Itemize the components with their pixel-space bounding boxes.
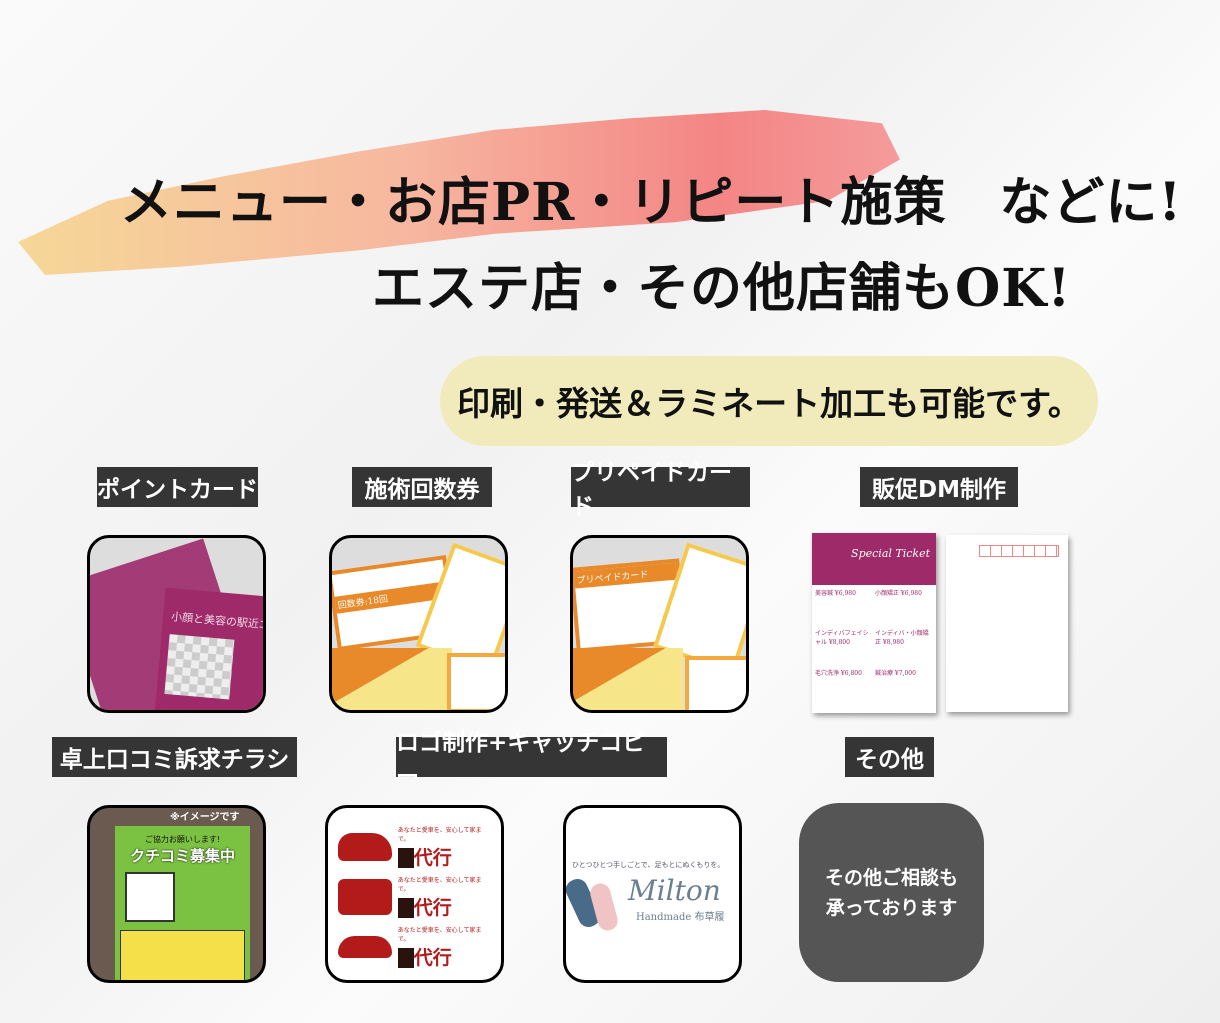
headline-line1: メニュー・お店PR・リピート施策 などに! bbox=[120, 172, 1183, 233]
point-card-text: 小顔と美容の駅近エ bbox=[170, 610, 266, 632]
dm-price: インディバ・小顔矯正 ¥8,980 bbox=[875, 630, 929, 646]
label-other: その他 bbox=[845, 737, 934, 777]
label-prepaid-card: プリペイドカード bbox=[571, 460, 750, 520]
logo-tagline: あなたと愛車を、安心して家まで。 bbox=[397, 926, 482, 943]
logo-sample-driving-service: あなたと愛車を、安心して家まで。代行 あなたと愛車を、安心して家まで。代行 あな… bbox=[325, 805, 504, 983]
milton-sub: Handmade 布草履 bbox=[636, 912, 725, 923]
dm-price: インディバフェイシャル ¥8,800 bbox=[815, 630, 869, 646]
other-consultation-tile: その他ご相談も 承っております bbox=[799, 803, 984, 982]
label-logo: ロゴ制作+キャッチコピー bbox=[396, 730, 667, 790]
label-ticket: 施術回数券 bbox=[352, 467, 492, 507]
milton-name: Milton bbox=[628, 874, 721, 907]
headline-line2: エステ店・その他店舗もOK! bbox=[372, 258, 1072, 319]
dm-postcard-back bbox=[946, 535, 1068, 712]
dm-front-sample: Special Ticket 美容鍼 ¥6,980 小顔矯正 ¥6,980 イン… bbox=[812, 533, 936, 713]
prepaid-text: プリペイドカード bbox=[573, 562, 677, 589]
print-service-banner: 印刷・発送＆ラミネート加工も可能です。 bbox=[440, 356, 1098, 446]
point-card-sample: 小顔と美容の駅近エ bbox=[87, 535, 266, 713]
dm-price: 美容鍼 ¥6,980 bbox=[815, 590, 856, 597]
logo-service: 代行 bbox=[413, 896, 452, 919]
milton-tagline: ひとつひとつ手しごとで、足もとにぬくもりを。 bbox=[572, 861, 725, 869]
postal-code-boxes bbox=[979, 545, 1059, 557]
logo-sample-milton: ひとつひとつ手しごとで、足もとにぬくもりを。 Milton Handmade 布… bbox=[563, 805, 742, 983]
label-dm: 販促DM制作 bbox=[860, 467, 1018, 507]
dm-price: 毛穴洗浄 ¥6,800 bbox=[815, 670, 862, 677]
logo-tagline: あなたと愛車を、安心して家まで。 bbox=[397, 876, 482, 893]
logo-service: 代行 bbox=[413, 846, 452, 869]
label-point-card: ポイントカード bbox=[97, 467, 258, 507]
label-review-flyer: 卓上口コミ訴求チラシ bbox=[52, 737, 297, 777]
image-note: ※イメージです bbox=[170, 812, 240, 823]
prepaid-card-sample: プリペイドカード bbox=[570, 535, 749, 713]
flyer-sub: ご協力お願いします! bbox=[144, 835, 221, 844]
flyer-title: クチコミ募集中 bbox=[129, 847, 235, 865]
dm-price: 小顔矯正 ¥6,980 bbox=[875, 590, 922, 597]
ticket-sample: 回数券:18回 bbox=[329, 535, 508, 713]
dm-title: Special Ticket bbox=[812, 533, 936, 585]
logo-service: 代行 bbox=[413, 946, 452, 969]
logo-tagline: あなたと愛車を、安心して家まで。 bbox=[397, 826, 482, 843]
review-flyer-sample: ※イメージです ご協力お願いします! クチコミ募集中 bbox=[87, 805, 266, 983]
dm-price: 鍼治療 ¥7,000 bbox=[875, 670, 916, 677]
